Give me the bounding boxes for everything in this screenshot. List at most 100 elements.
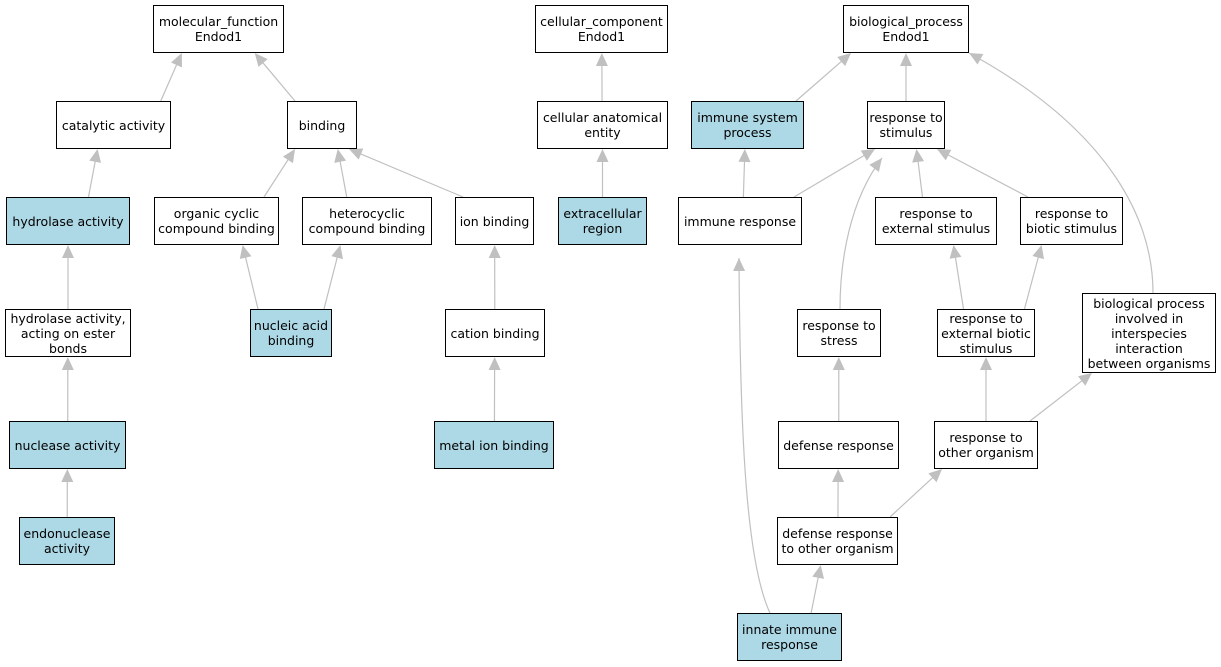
go-term-node-rtes[interactable]: response to external stimulus [875,197,997,245]
arrowhead-icon [61,357,74,371]
edge-line [261,61,296,102]
edge-ion-to-bind [349,148,464,198]
go-term-node-bp[interactable]: biological_process Endod1 [843,5,969,53]
edge-isp-to-bp [795,53,851,102]
arrowhead-icon [900,53,912,66]
go-term-node-occb[interactable]: organic cyclic compound binding [154,197,279,245]
edge-rteb-to-rtes [949,245,965,310]
go-term-node-cc[interactable]: cellular_component Endod1 [535,5,668,53]
edge-iir-to-drtoo [810,565,825,614]
edge-cae-to-cc [595,53,608,102]
go-term-node-rts[interactable]: response to stimulus [867,101,945,149]
arrowhead-icon [832,357,845,371]
edge-rteb-to-rtbs [1023,245,1045,310]
edge-line [87,160,96,198]
edge-rtoo-to-rteb [980,357,992,421]
go-term-node-ecr[interactable]: extracellular region [558,197,647,245]
edge-line [954,256,965,310]
edge-line [1029,379,1083,422]
go-term-node-drtoo[interactable]: defense response to other organism [777,517,898,565]
edge-mib-to-catb [488,357,501,422]
edge-hcb-to-bind [334,149,348,198]
go-term-node-mib[interactable]: metal ion binding [434,421,554,469]
edge-drtoo-to-dr [832,469,845,518]
edge-ir-to-isp [738,149,751,198]
arrowhead-icon [980,357,992,370]
arrowhead-icon [1032,245,1045,260]
arrowhead-icon [949,245,962,259]
edge-line [1023,256,1040,310]
arrowhead-icon [254,53,268,67]
go-term-node-hyd[interactable]: hydrolase activity [6,197,130,245]
edge-bpii-to-bp [968,52,1154,294]
edge-ir-to-rts [793,149,875,198]
arrowhead-icon [912,149,925,163]
edge-nab-to-hcb [323,245,343,310]
edge-rts-to-bp [900,53,912,101]
edge-line [839,157,883,310]
arrowhead-icon [928,469,942,483]
arrowhead-icon [832,469,845,483]
edge-rtst-to-rts [839,157,883,310]
edge-nab-to-occb [239,245,259,310]
go-term-node-hcb[interactable]: heterocyclic compound binding [302,197,432,245]
go-term-node-bind[interactable]: binding [287,101,357,149]
edge-hyd-to-cat [87,149,102,198]
arrowhead-icon [596,149,609,162]
go-term-node-iir[interactable]: innate immune response [737,613,842,661]
arrowhead-icon [239,245,252,260]
arrowhead-icon [860,149,875,161]
edge-line [323,256,339,310]
edge-line [947,154,1029,198]
arrowhead-icon [738,149,751,163]
go-term-node-catb[interactable]: cation binding [445,309,545,357]
edge-catb-to-ion [488,245,501,310]
arrowhead-icon [812,565,825,579]
go-term-node-cat[interactable]: catalytic activity [56,101,171,149]
edge-drtoo-to-rtoo [889,469,942,518]
edge-occb-to-bind [263,149,295,198]
edge-line [889,476,934,518]
edge-line [359,153,464,198]
edge-ecr-to-cae [596,149,609,197]
go-term-node-endo[interactable]: endonuclease activity [19,517,115,565]
go-term-node-rteb[interactable]: response to external biotic stimulus [937,309,1035,357]
go-term-node-rtbs[interactable]: response to biotic stimulus [1020,197,1123,245]
arrowhead-icon [488,357,501,371]
go-term-node-cae[interactable]: cellular anatomical entity [537,101,668,149]
go-term-node-rtoo[interactable]: response to other organism [934,421,1038,469]
arrowhead-icon [869,158,882,172]
edge-dr-to-rtst [832,357,845,422]
go-term-node-hae[interactable]: hydrolase activity, acting on ester bond… [5,309,131,357]
edge-line [793,154,865,198]
go-term-node-bpii[interactable]: biological process involved in interspec… [1082,293,1216,373]
edge-nuc-to-hae [61,357,74,422]
arrowhead-icon [334,149,347,163]
arrowhead-icon [62,245,74,258]
go-term-node-nab[interactable]: nucleic acid binding [250,309,332,357]
edge-bind-to-mf [254,53,296,102]
arrowhead-icon [595,53,608,67]
edge-rtes-to-rts [912,149,925,198]
edge-endo-to-nuc [61,469,74,518]
arrowhead-icon [61,469,74,483]
edge-line [738,257,771,614]
arrowhead-icon [937,149,952,161]
go-term-node-isp[interactable]: immune system process [691,101,804,149]
edge-line [810,576,819,614]
go-term-node-nuc[interactable]: nuclease activity [9,421,126,469]
edge-rtbs-to-rts [937,149,1029,198]
arrowhead-icon [488,245,501,259]
edge-hae-to-hyd [62,245,74,309]
go-term-node-ion[interactable]: ion binding [455,197,534,245]
go-term-node-dr[interactable]: defense response [778,421,899,469]
go-term-node-rtst[interactable]: response to stress [797,309,881,357]
arrowhead-icon [331,245,343,260]
arrowhead-icon [349,148,364,160]
go-term-node-ir[interactable]: immune response [678,197,802,245]
arrowhead-icon [1077,373,1092,386]
edge-line [339,160,348,198]
arrowhead-icon [171,53,183,68]
go-term-node-mf[interactable]: molecular_function Endod1 [153,5,284,53]
